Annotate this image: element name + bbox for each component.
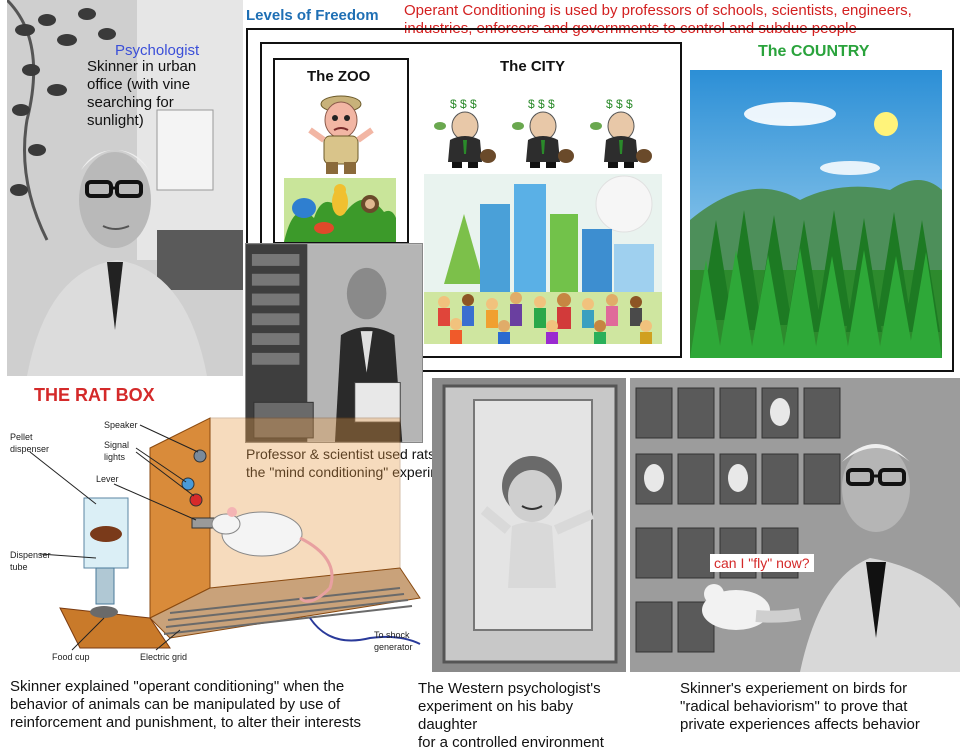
label-signal-lights: lights — [104, 452, 126, 462]
headline-line-1: Operant Conditioning is used by professo… — [404, 2, 912, 19]
bird-speech-bubble: can I "fly" now? — [710, 554, 814, 572]
skinner-office-caption: Skinner in urban office (with vine searc… — [87, 58, 197, 129]
rat-box-diagram: Speaker Signal lights Lever Pellet dispe… — [0, 408, 430, 670]
rat-box-caption: Skinner explained "operant conditioning"… — [10, 678, 362, 731]
label-dispenser-tube: Dispenser — [10, 550, 51, 560]
svg-text:$ $ $: $ $ $ — [606, 97, 633, 111]
money-bag-character-icon: $ $ $ — [432, 96, 498, 170]
country-frame — [246, 28, 954, 372]
country-landscape-illustration — [690, 70, 942, 358]
rat-box-labels: Speaker Signal lights Lever Pellet dispe… — [10, 420, 413, 662]
zoo-label: The ZOO — [307, 68, 371, 85]
svg-text:$ $ $: $ $ $ — [450, 97, 477, 111]
lab-photo — [245, 243, 423, 443]
money-bag-character-icon: $ $ $ — [588, 96, 654, 170]
levels-title: Levels of Freedom — [246, 7, 379, 24]
city-label: The CITY — [500, 58, 566, 75]
birds-caption: Skinner's experiement on birds for "radi… — [680, 680, 920, 733]
skinner-office-photo — [7, 0, 243, 376]
label-lever: Lever — [96, 474, 119, 484]
psychologist-label: Psychologist — [115, 42, 200, 59]
money-bag-character-icon: $ $ $ — [510, 96, 576, 170]
label-speaker: Speaker — [104, 420, 138, 430]
jungle-animals-illustration — [284, 178, 396, 242]
label-signal-lights: Signal — [104, 440, 129, 450]
label-dispenser-tube: tube — [10, 562, 28, 572]
label-food-cup: Food cup — [52, 652, 90, 662]
birds-photo — [630, 378, 960, 672]
label-electric-grid: Electric grid — [140, 652, 187, 662]
country-label: The COUNTRY — [758, 43, 870, 60]
zookeeper-character-icon — [302, 90, 380, 176]
label-shock-generator: generator — [374, 642, 413, 652]
baby-photo — [432, 378, 626, 672]
sun-icon — [874, 112, 898, 136]
label-shock-generator: To shock — [374, 630, 410, 640]
svg-text:$ $ $: $ $ $ — [528, 97, 555, 111]
label-pellet-dispenser: Pellet — [10, 432, 33, 442]
baby-caption: The Western psychologist's experiment on… — [418, 680, 604, 751]
rat-box-title: THE RAT BOX — [34, 385, 155, 405]
label-pellet-dispenser: dispenser — [10, 444, 49, 454]
city-crowd-illustration — [424, 174, 662, 344]
